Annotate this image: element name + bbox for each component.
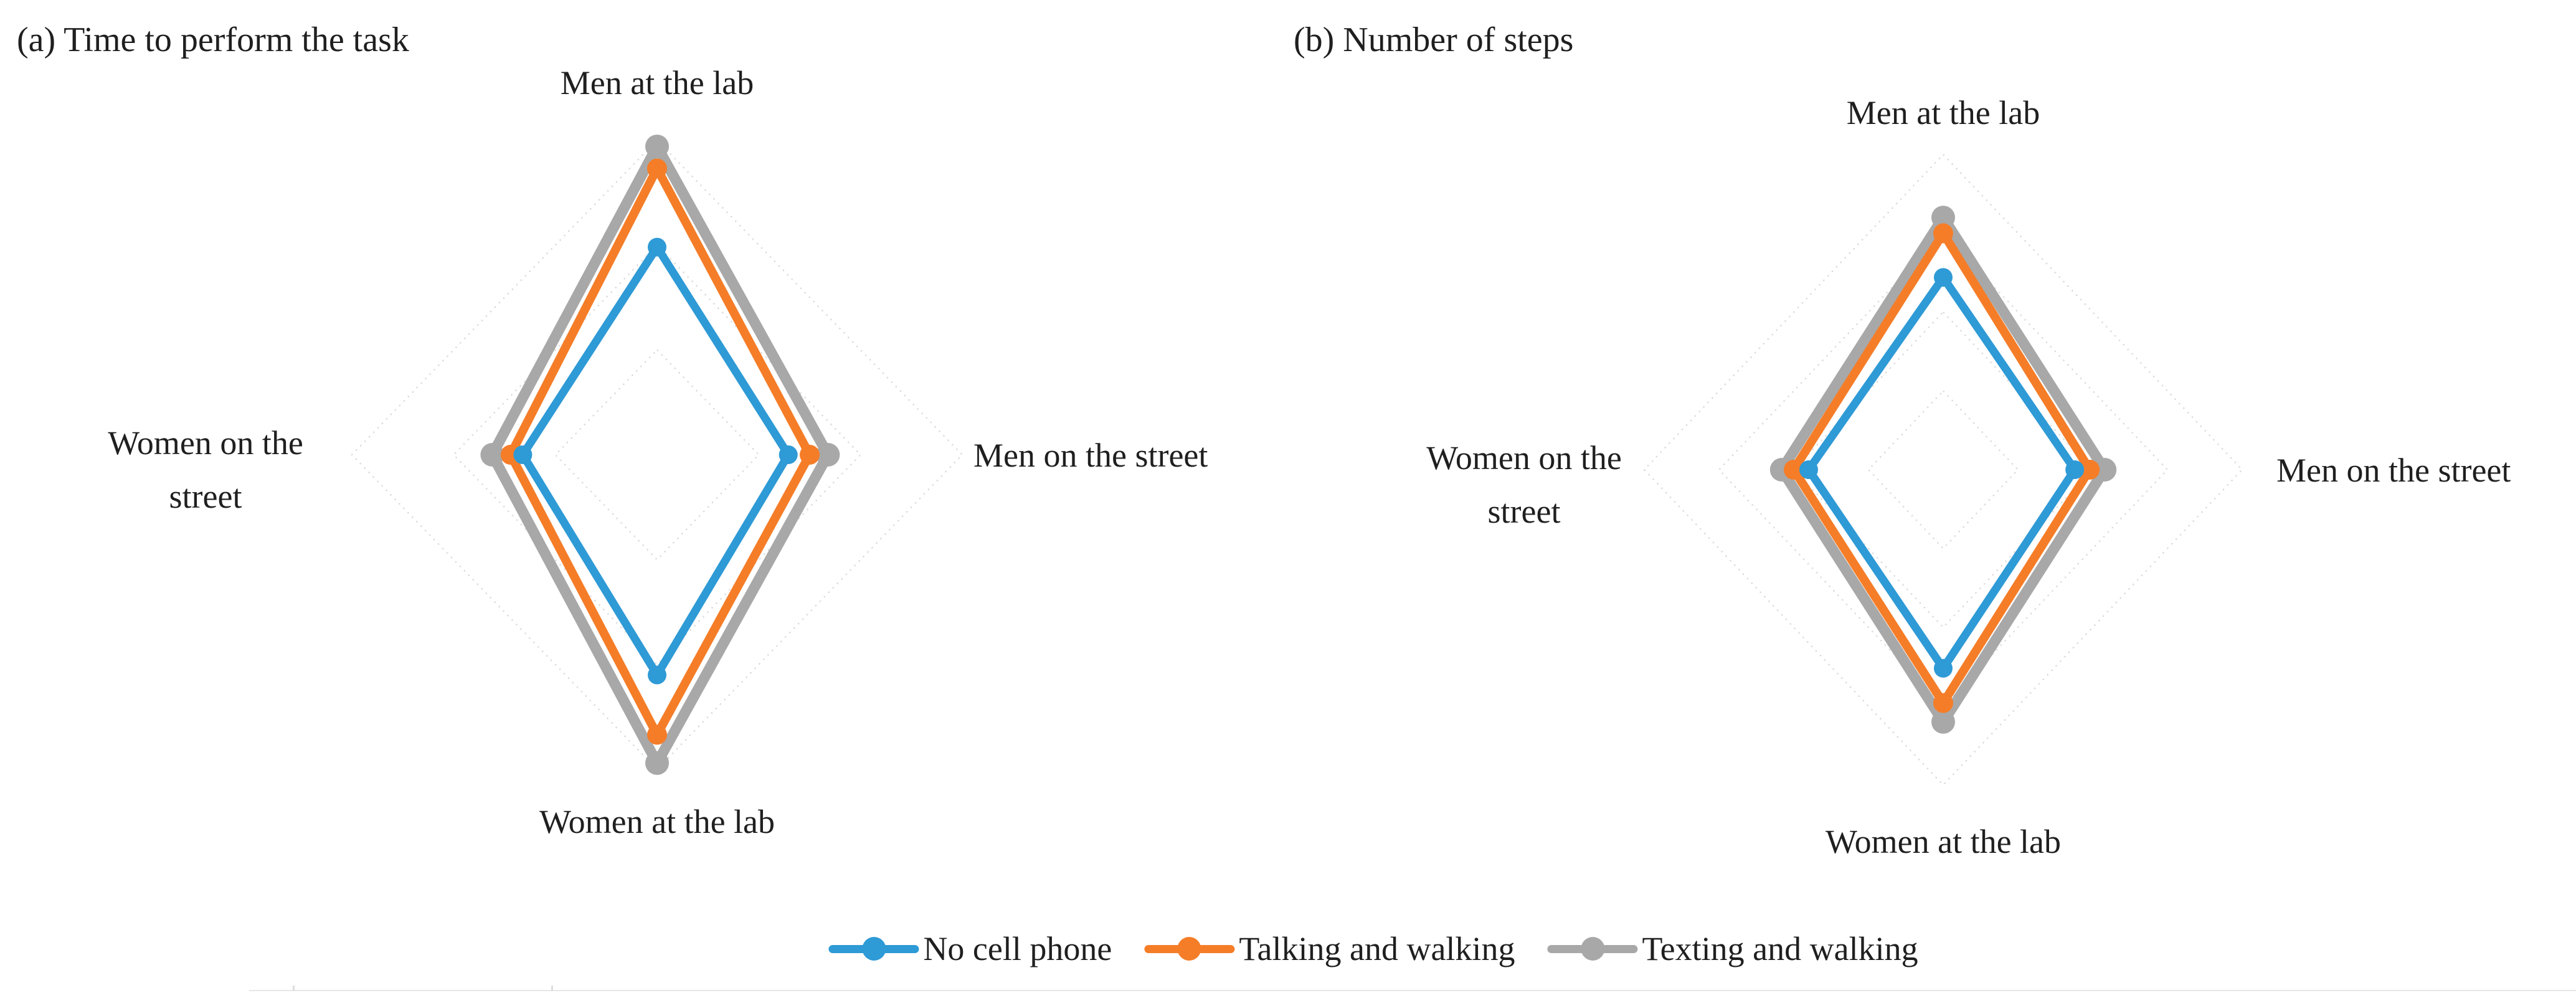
- chart-a-series-1-line: [506, 164, 814, 739]
- chart-a-series-0-marker: [648, 237, 666, 257]
- chart-b-series-1-line: [1789, 229, 2095, 708]
- chart-b-series-0-marker: [2065, 460, 2085, 479]
- chart-b-series-1-marker: [1933, 223, 1953, 244]
- chart-a-series-2-marker: [645, 135, 669, 159]
- chart-b-axis-label-women-on-the-street: Women on the street: [1426, 439, 1622, 531]
- chart-b-series-2-marker: [1931, 206, 1955, 230]
- chart-b-series-2-marker: [2093, 458, 2117, 482]
- chart-a-series-0-marker: [513, 445, 533, 464]
- chart-a-series-1-marker: [800, 445, 820, 465]
- legend: No cell phone Talking and walking Textin…: [828, 929, 1918, 968]
- chart-b-axis-label-women-at-the-lab: Women at the lab: [1825, 823, 2062, 860]
- texting-and-walking-line-marker-icon: [1547, 937, 1638, 961]
- chart-a-axis-label-men-at-the-lab: Men at the lab: [560, 64, 754, 102]
- chart-b-series-1-marker: [1784, 460, 1804, 480]
- legend-item-texting-and-walking: Texting and walking: [1547, 929, 1918, 968]
- chart-b-series-2-marker: [1931, 710, 1955, 734]
- chart-a-series-0-marker: [779, 445, 798, 464]
- chart-b-series-2-marker: [1769, 458, 1794, 482]
- chart-b-series-0-marker: [1799, 460, 1818, 479]
- chart-a-series-2-marker: [645, 751, 669, 775]
- legend-item-label: Talking and walking: [1239, 930, 1515, 967]
- chart-b-title: (b) Number of steps: [1294, 21, 1574, 59]
- chart-a-series-1-marker: [647, 158, 667, 179]
- chart-b-series-0-line: [1804, 273, 2079, 673]
- table-border-tick: [551, 986, 553, 991]
- chart-b-axis-label-men-on-the-street: Men on the street: [2276, 452, 2511, 489]
- legend-item-talking-and-walking: Talking and walking: [1144, 929, 1515, 968]
- chart-a-series-1-marker: [647, 725, 667, 745]
- chart-b-series-2-line: [1776, 212, 2110, 728]
- chart-b-series-0-marker: [1934, 268, 1953, 287]
- legend-item-label: Texting and walking: [1642, 930, 1918, 967]
- table-border-tick: [293, 986, 295, 991]
- chart-a-grid-ring-1: [554, 348, 760, 561]
- chart-b-series-1-marker: [1933, 693, 1953, 713]
- chart-a-grid-ring-3: [351, 139, 964, 771]
- chart-a-series-2-marker: [816, 443, 840, 467]
- chart-a-title: (a) Time to perform the task: [17, 21, 409, 59]
- chart-a-grid-ring-2: [452, 244, 862, 666]
- chart-a-series-2-line: [486, 141, 833, 769]
- chart-a-series-1-marker: [500, 445, 521, 465]
- chart-b-series-1-marker: [2080, 460, 2100, 480]
- chart-b-grid-ring-1: [1867, 389, 2019, 550]
- chart-b-grid-ring-4: [1643, 153, 2243, 786]
- legend-item-label: No cell phone: [923, 930, 1112, 967]
- chart-b-axis-label-men-at-the-lab: Men at the lab: [1846, 94, 2040, 131]
- chart-b-grid-ring-2: [1792, 311, 2094, 629]
- chart-b-series-0-marker: [1934, 658, 1953, 678]
- chart-a-series-0-marker: [648, 665, 666, 685]
- legend-item-no-cell-phone: No cell phone: [828, 929, 1112, 968]
- chart-a-axis-label-women-on-the-street: Women on the street: [108, 424, 303, 516]
- no-cell-phone-line-marker-icon: [828, 937, 919, 961]
- chart-b-grid-ring-3: [1718, 232, 2169, 708]
- chart-a-axis-label-women-at-the-lab: Women at the lab: [539, 803, 775, 840]
- chart-a-series-0-line: [518, 243, 793, 679]
- cropped-table-border: [249, 990, 2576, 991]
- chart-a-axis-label-men-on-the-street: Men on the street: [973, 437, 1208, 474]
- talking-and-walking-line-marker-icon: [1144, 937, 1235, 961]
- chart-a-series-2-marker: [480, 443, 504, 467]
